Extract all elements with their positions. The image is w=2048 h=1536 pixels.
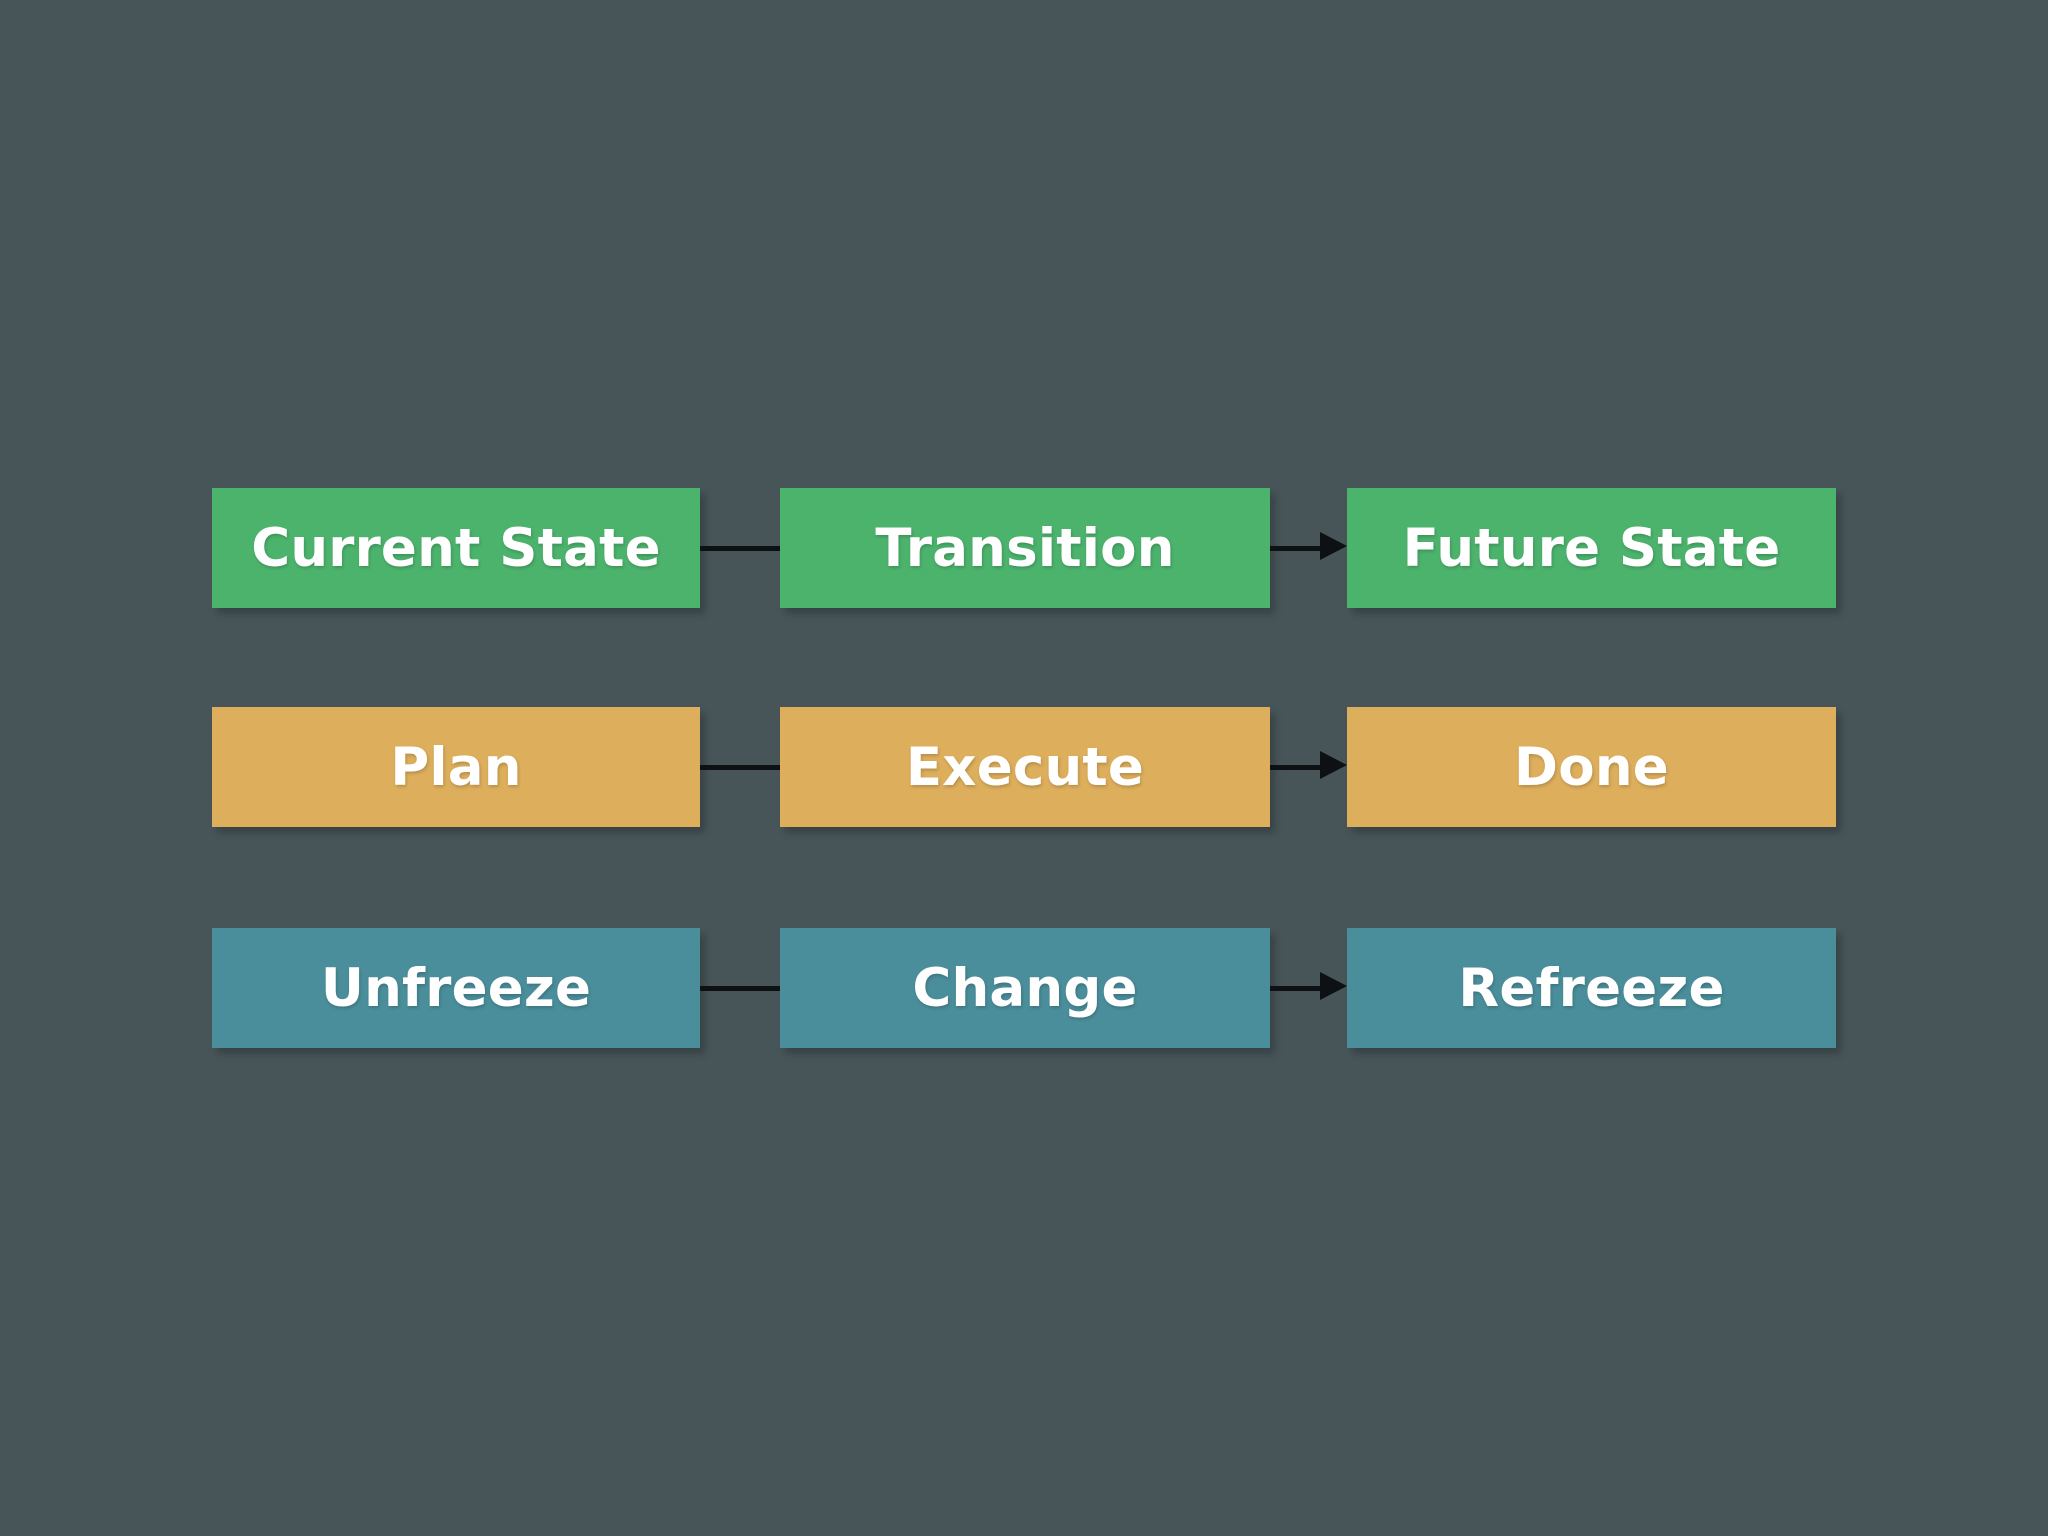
node-transition[interactable]: Transition xyxy=(780,488,1270,608)
node-label: Execute xyxy=(905,736,1145,798)
connector-transition-to-future-state xyxy=(1270,532,1347,560)
node-execute[interactable]: Execute xyxy=(780,707,1270,827)
connector-execute-to-done xyxy=(1270,751,1347,779)
node-current-state[interactable]: Current State xyxy=(212,488,700,608)
connector-line xyxy=(700,986,780,991)
node-plan[interactable]: Plan xyxy=(212,707,700,827)
node-label: Refreeze xyxy=(1458,957,1725,1019)
connector-line xyxy=(1270,765,1325,770)
connector-line xyxy=(700,546,780,551)
node-done[interactable]: Done xyxy=(1347,707,1836,827)
connector-line xyxy=(1270,986,1325,991)
node-label: Plan xyxy=(390,736,522,798)
node-change[interactable]: Change xyxy=(780,928,1270,1048)
diagram-row-state-change: Current State Transition Future State xyxy=(0,488,2048,608)
node-future-state[interactable]: Future State xyxy=(1347,488,1836,608)
node-unfreeze[interactable]: Unfreeze xyxy=(212,928,700,1048)
node-label: Done xyxy=(1514,736,1669,798)
diagram-row-lewin: Unfreeze Change Refreeze xyxy=(0,928,2048,1048)
arrow-right-icon xyxy=(1320,751,1347,779)
connector-unfreeze-to-change xyxy=(700,981,780,995)
node-label: Change xyxy=(912,957,1138,1019)
connector-line xyxy=(700,765,780,770)
connector-plan-to-execute xyxy=(700,760,780,774)
diagram-row-execution: Plan Execute Done xyxy=(0,707,2048,827)
arrow-right-icon xyxy=(1320,532,1347,560)
connector-current-state-to-transition xyxy=(700,541,780,555)
connector-change-to-refreeze xyxy=(1270,972,1347,1000)
node-label: Current State xyxy=(251,517,661,579)
node-refreeze[interactable]: Refreeze xyxy=(1347,928,1836,1048)
node-label: Unfreeze xyxy=(320,957,592,1019)
node-label: Future State xyxy=(1402,517,1781,579)
connector-line xyxy=(1270,546,1325,551)
arrow-right-icon xyxy=(1320,972,1347,1000)
node-label: Transition xyxy=(875,517,1175,579)
